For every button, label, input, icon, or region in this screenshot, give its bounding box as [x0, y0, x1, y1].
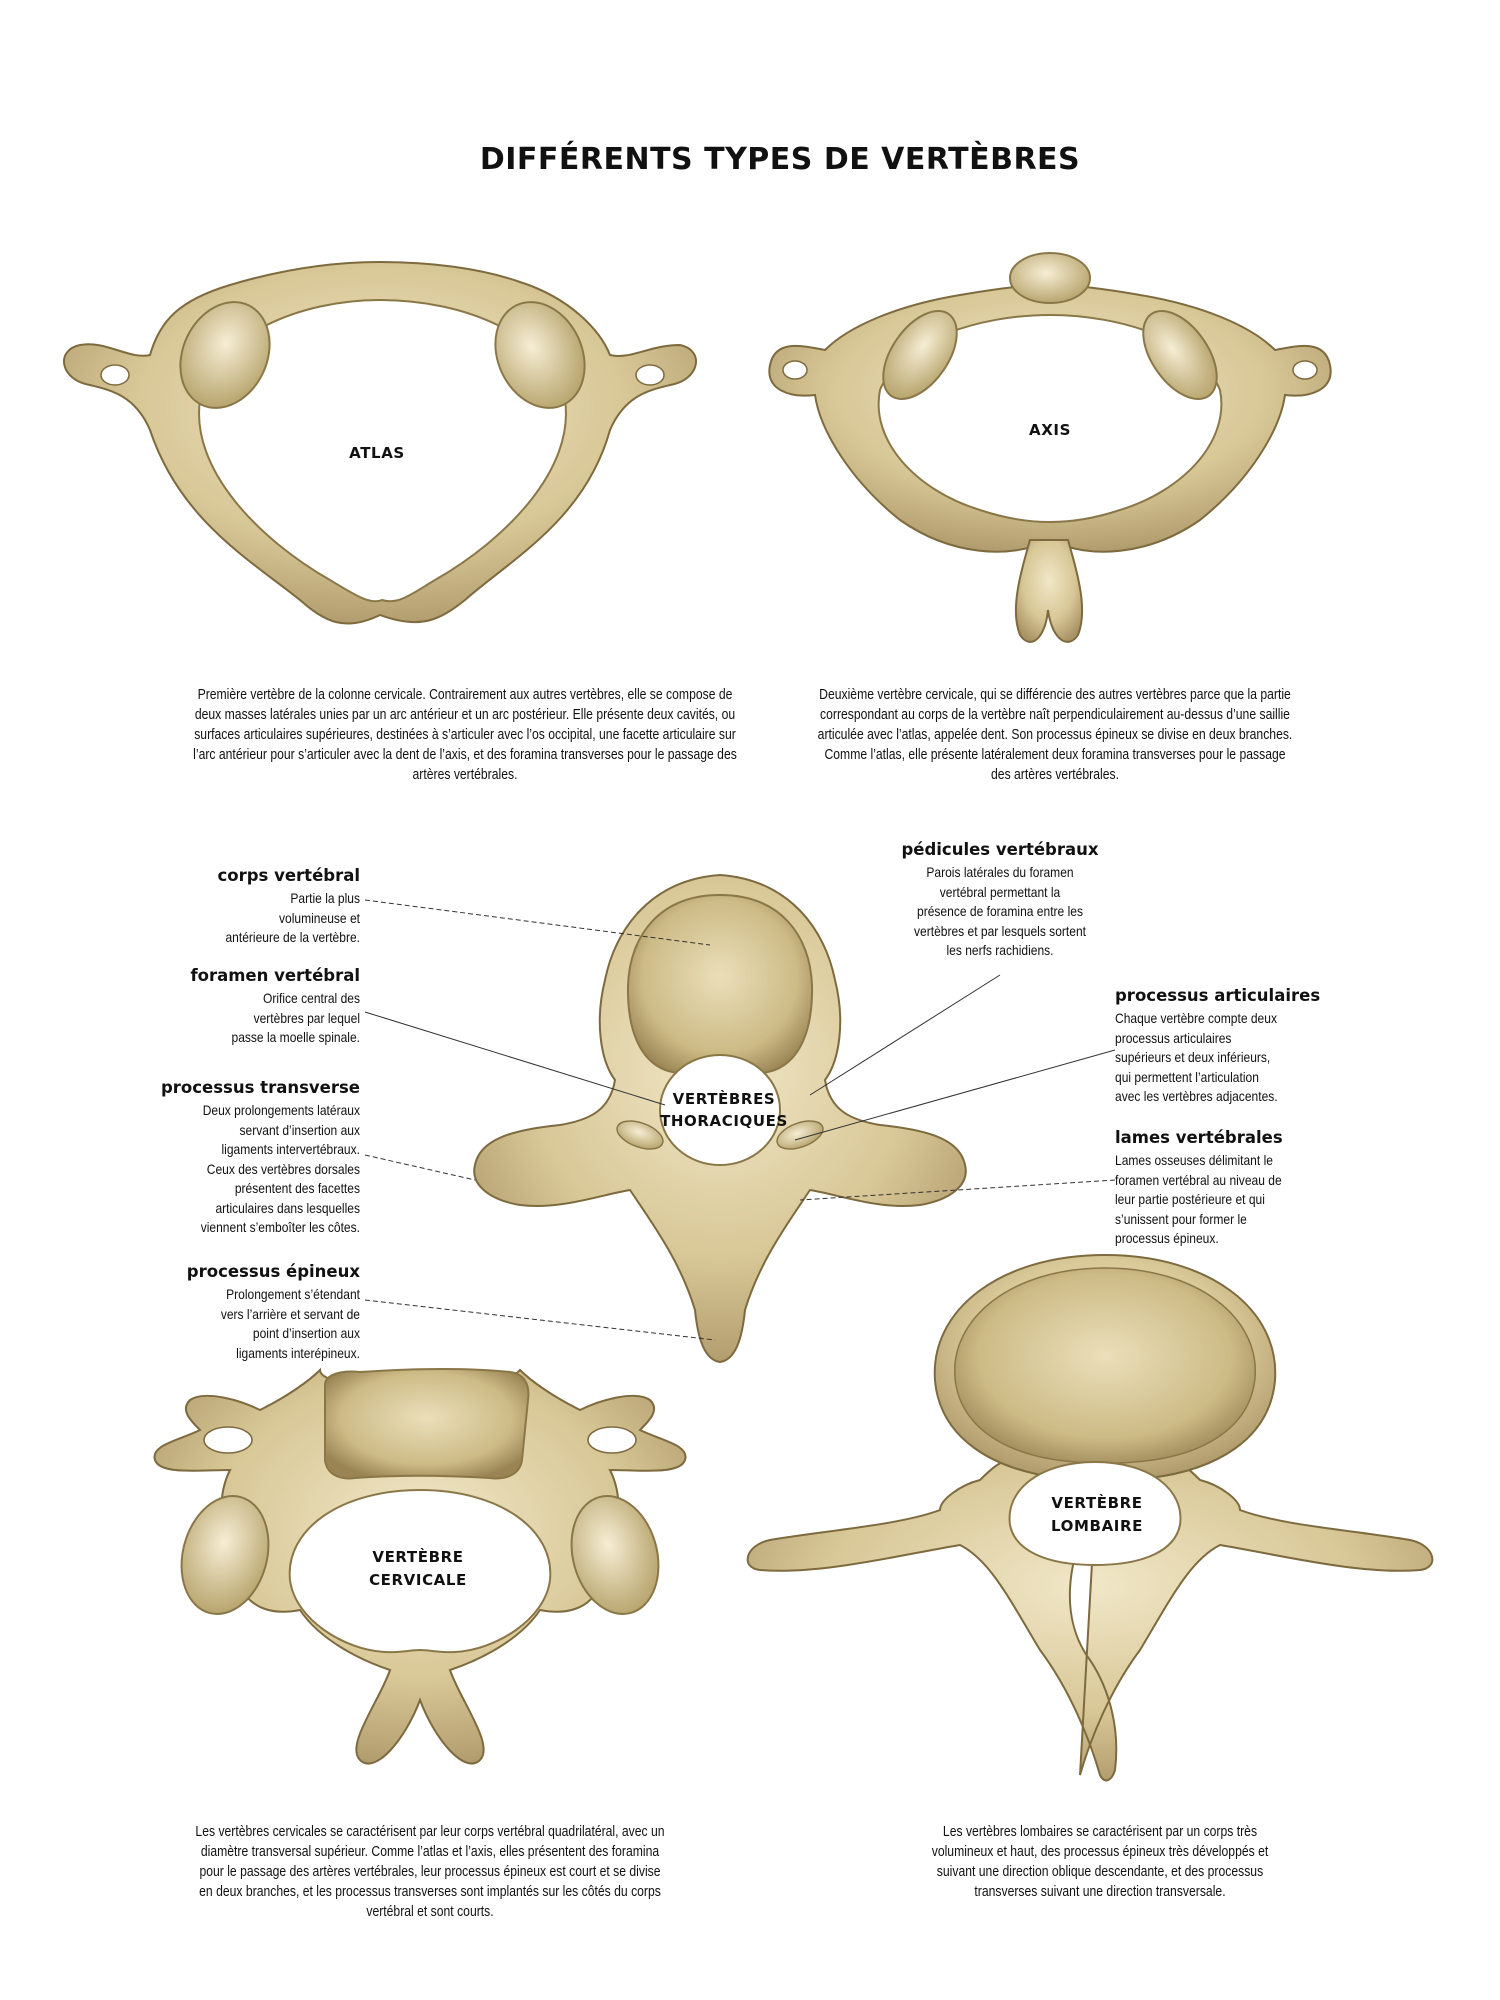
leader-lames [799, 1179, 1116, 1201]
annotation-processus-transverse: processus transverse Deux prolongements … [20, 1078, 360, 1238]
leader-corps [364, 899, 711, 946]
leader-epineux [364, 1299, 716, 1341]
atlas-description: Première vertèbre de la colonne cervical… [193, 687, 737, 783]
annotation-processus-epineux: processus épineux Prolongement s’étendan… [20, 1262, 360, 1363]
annotation-title: foramen vertébral [190, 966, 360, 985]
page-title: DIFFÉRENTS TYPES DE VERTÈBRES [479, 142, 1081, 177]
axis-label: AXIS [1029, 421, 1071, 439]
annotation-text: Orifice central des vertèbres par lequel… [231, 990, 360, 1045]
lumbar-description: Les vertèbres lombaires se caractérisent… [931, 1824, 1269, 1900]
cervical-label-line2: CERVICALE [369, 1571, 467, 1589]
annotation-corps-vertebral: corps vertébral Partie la plus volumineu… [20, 866, 360, 948]
axis-description: Deuxième vertèbre cervicale, qui se diff… [817, 687, 1293, 783]
thoracic-label-line2: THORACIQUES [660, 1112, 788, 1130]
lumbar-label-line1: VERTÈBRE [1051, 1493, 1142, 1512]
annotation-pedicules-vertebraux: pédicules vertébraux Parois latérales du… [830, 840, 1170, 961]
cervical-label-line1: VERTÈBRE [372, 1547, 463, 1566]
annotation-processus-articulaires: processus articulaires Chaque vertèbre c… [1115, 986, 1375, 1107]
atlas-label: ATLAS [349, 444, 405, 462]
annotation-lames-vertebrales: lames vertébrales Lames osseuses délimit… [1115, 1128, 1375, 1249]
annotation-foramen-vertebral: foramen vertébral Orifice central des ve… [20, 966, 360, 1048]
thoracic-vertebra: VERTÈBRES THORACIQUES [473, 873, 967, 1364]
annotation-title: lames vertébrales [1115, 1128, 1283, 1147]
leader-articulaires [794, 1049, 1116, 1141]
cervical-description: Les vertèbres cervicales se caractérisen… [195, 1824, 665, 1920]
lumbar-vertebra: VERTÈBRE LOMBAIRE [746, 1253, 1434, 1782]
annotation-text: Parois latérales du foramen vertébral pe… [914, 864, 1086, 958]
annotation-text: Chaque vertèbre compte deux processus ar… [1115, 1010, 1278, 1104]
annotation-text: Deux prolongements latéraux servant d’in… [200, 1102, 360, 1235]
annotation-title: processus articulaires [1115, 986, 1321, 1005]
annotation-title: processus transverse [160, 1078, 360, 1097]
atlas-vertebra: ATLAS [63, 260, 697, 625]
leader-foramen [364, 1011, 666, 1106]
annotation-text: Partie la plus volumineuse et antérieure… [225, 890, 360, 945]
annotation-text: Prolongement s’étendant vers l’arrière e… [220, 1286, 360, 1361]
leader-pedicules [809, 974, 1001, 1096]
axis-vertebra: AXIS [768, 252, 1332, 643]
annotation-leaders [364, 899, 1116, 1341]
annotation-title: pédicules vertébraux [901, 840, 1099, 859]
cervical-vertebra: VERTÈBRE CERVICALE [153, 1367, 687, 1765]
annotation-title: processus épineux [186, 1262, 360, 1281]
annotation-text: Lames osseuses délimitant le foramen ver… [1115, 1152, 1282, 1246]
annotation-title: corps vertébral [217, 866, 360, 885]
leader-transverse [364, 1154, 476, 1181]
lumbar-label-line2: LOMBAIRE [1051, 1517, 1143, 1535]
thoracic-label-line1: VERTÈBRES [673, 1089, 776, 1108]
